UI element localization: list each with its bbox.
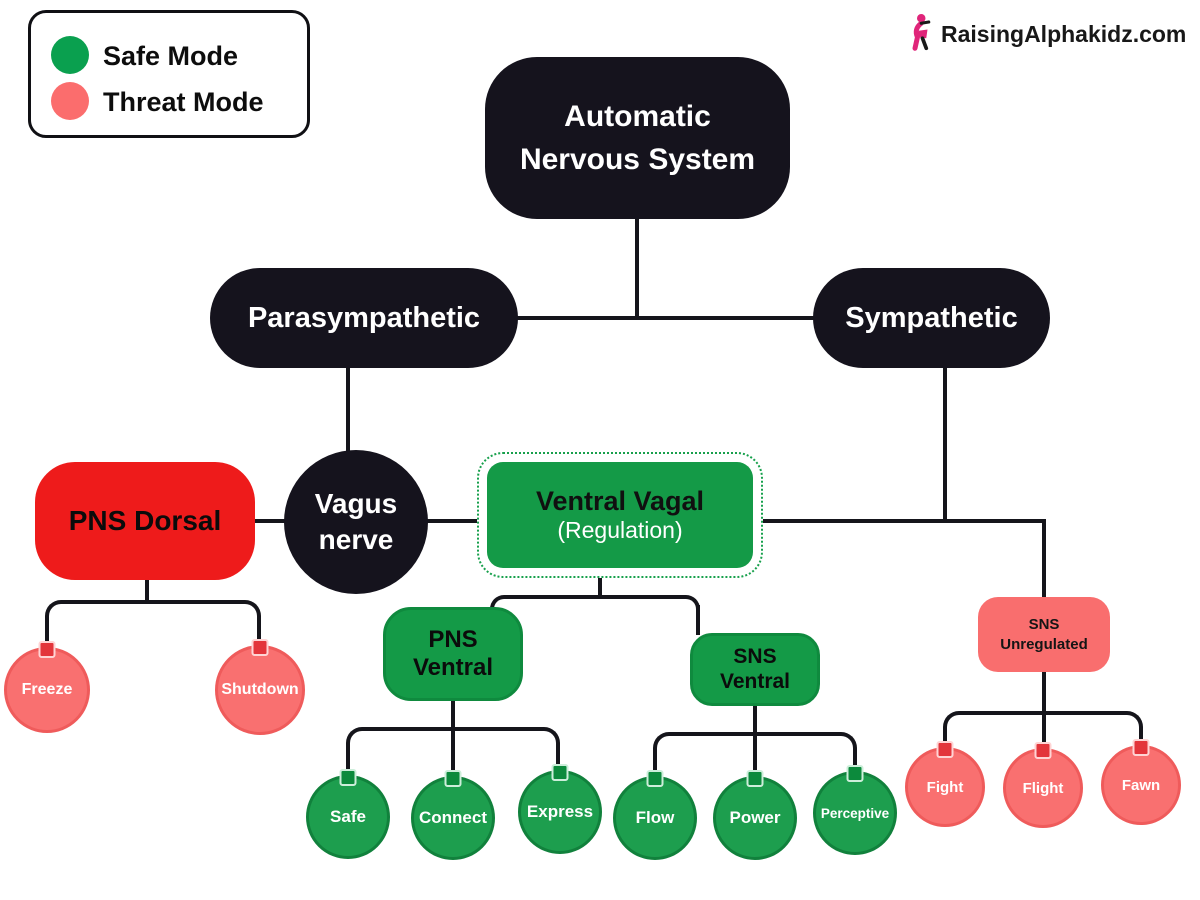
connect-label: Connect bbox=[419, 808, 487, 827]
express-label: Express bbox=[526, 802, 594, 821]
fight-label: Fight bbox=[926, 778, 964, 796]
ventral-vagal-subtitle: (Regulation) bbox=[557, 517, 683, 543]
flight-connector-square-icon bbox=[1034, 742, 1052, 759]
leaf-power: Power bbox=[713, 770, 797, 860]
connector-dorsal-down bbox=[145, 580, 149, 602]
connector-sns-ventral-drop bbox=[696, 605, 700, 635]
connector-connect-stem bbox=[451, 727, 455, 773]
freeze-label: Freeze bbox=[21, 681, 73, 698]
connector-para-vagus bbox=[346, 368, 350, 453]
connector-ventral-right bbox=[761, 519, 1046, 523]
safe-connector-square-icon bbox=[339, 769, 357, 786]
perceptive-connector-square-icon bbox=[846, 765, 864, 782]
branding: RaisingAlphakidz.com bbox=[905, 12, 1186, 57]
node-vagus-nerve: Vagus nerve bbox=[284, 450, 428, 594]
connector-flight-stem bbox=[1042, 711, 1046, 751]
connector-pns-ventral-down bbox=[451, 701, 455, 729]
ventral-vagal-inner: Ventral Vagal (Regulation) bbox=[487, 462, 753, 568]
sns-ventral-label: SNS Ventral bbox=[719, 645, 791, 693]
connector-sym-stem bbox=[943, 368, 947, 523]
flow-label: Flow bbox=[635, 808, 675, 827]
connector-power-stem bbox=[753, 732, 757, 776]
flow-connector-square-icon bbox=[646, 770, 664, 787]
bracket-dorsal-children bbox=[45, 600, 261, 647]
branding-site-text: RaisingAlphakidz.com bbox=[941, 21, 1187, 47]
leaf-fight: Fight bbox=[905, 741, 985, 827]
safe-mode-dot-icon bbox=[51, 36, 89, 74]
node-ventral-vagal: Ventral Vagal (Regulation) bbox=[477, 452, 763, 578]
vagus-label: Vagus nerve bbox=[314, 487, 398, 555]
ventral-vagal-title: Ventral Vagal bbox=[535, 486, 705, 516]
leaf-fawn: Fawn bbox=[1101, 739, 1181, 825]
node-pns-ventral: PNS Ventral bbox=[383, 607, 523, 701]
sns-unregulated-label: SNS Unregulated bbox=[1000, 616, 1088, 653]
express-connector-square-icon bbox=[551, 764, 569, 781]
raisingalphakidz-logo-icon bbox=[905, 12, 935, 57]
root-label-line2: Nervous System bbox=[519, 143, 756, 176]
fawn-label: Fawn bbox=[1121, 776, 1161, 794]
parasympathetic-label: Parasympathetic bbox=[247, 301, 481, 334]
connector-sns-ventral-down bbox=[753, 706, 757, 734]
leaf-flight: Flight bbox=[1003, 742, 1083, 828]
connector-para-sym bbox=[516, 316, 816, 320]
node-sympathetic: Sympathetic bbox=[813, 268, 1050, 368]
leaf-express: Express bbox=[518, 764, 602, 854]
leaf-safe: Safe bbox=[306, 769, 390, 859]
legend-threat-label: Threat Mode bbox=[103, 87, 264, 117]
connect-connector-square-icon bbox=[444, 770, 462, 787]
root-label-line1: Automatic bbox=[564, 99, 711, 133]
connector-sns-unreg-down bbox=[1042, 672, 1046, 714]
fight-connector-square-icon bbox=[936, 741, 954, 758]
threat-mode-dot-icon bbox=[51, 82, 89, 120]
node-sns-ventral: SNS Ventral bbox=[690, 633, 820, 706]
safe-label: Safe bbox=[330, 807, 366, 826]
node-automatic-nervous-system: Automatic Nervous System bbox=[485, 57, 790, 219]
node-parasympathetic: Parasympathetic bbox=[210, 268, 518, 368]
perceptive-label: Perceptive bbox=[820, 805, 890, 821]
leaf-flow: Flow bbox=[613, 770, 697, 860]
connector-root-stem bbox=[635, 219, 639, 320]
flight-label: Flight bbox=[1022, 779, 1064, 797]
node-sns-unregulated: SNS Unregulated bbox=[978, 597, 1110, 672]
fawn-connector-square-icon bbox=[1132, 739, 1150, 756]
connector-ventral-down bbox=[598, 577, 602, 597]
freeze-connector-square-icon bbox=[38, 641, 56, 658]
pns-dorsal-label: PNS Dorsal bbox=[68, 505, 222, 536]
leaf-connect: Connect bbox=[411, 770, 495, 860]
bracket-ventral-children bbox=[490, 595, 700, 609]
leaf-shutdown: Shutdown bbox=[215, 639, 305, 735]
pns-ventral-label: PNS Ventral bbox=[412, 626, 494, 681]
legend-box: Safe Mode Threat Mode bbox=[28, 10, 310, 138]
leaf-perceptive: Perceptive bbox=[813, 765, 897, 855]
shutdown-label: Shutdown bbox=[221, 681, 299, 698]
connector-dorsal-vagus bbox=[253, 519, 288, 523]
connector-vagus-ventral bbox=[427, 519, 479, 523]
power-label: Power bbox=[729, 808, 781, 827]
legend-safe-label: Safe Mode bbox=[103, 41, 239, 71]
leaf-freeze: Freeze bbox=[4, 641, 90, 733]
sympathetic-label: Sympathetic bbox=[845, 301, 1018, 334]
node-pns-dorsal: PNS Dorsal bbox=[35, 462, 255, 580]
power-connector-square-icon bbox=[746, 770, 764, 787]
connector-sns-unreg-stem bbox=[1042, 519, 1046, 601]
shutdown-connector-square-icon bbox=[251, 639, 269, 656]
